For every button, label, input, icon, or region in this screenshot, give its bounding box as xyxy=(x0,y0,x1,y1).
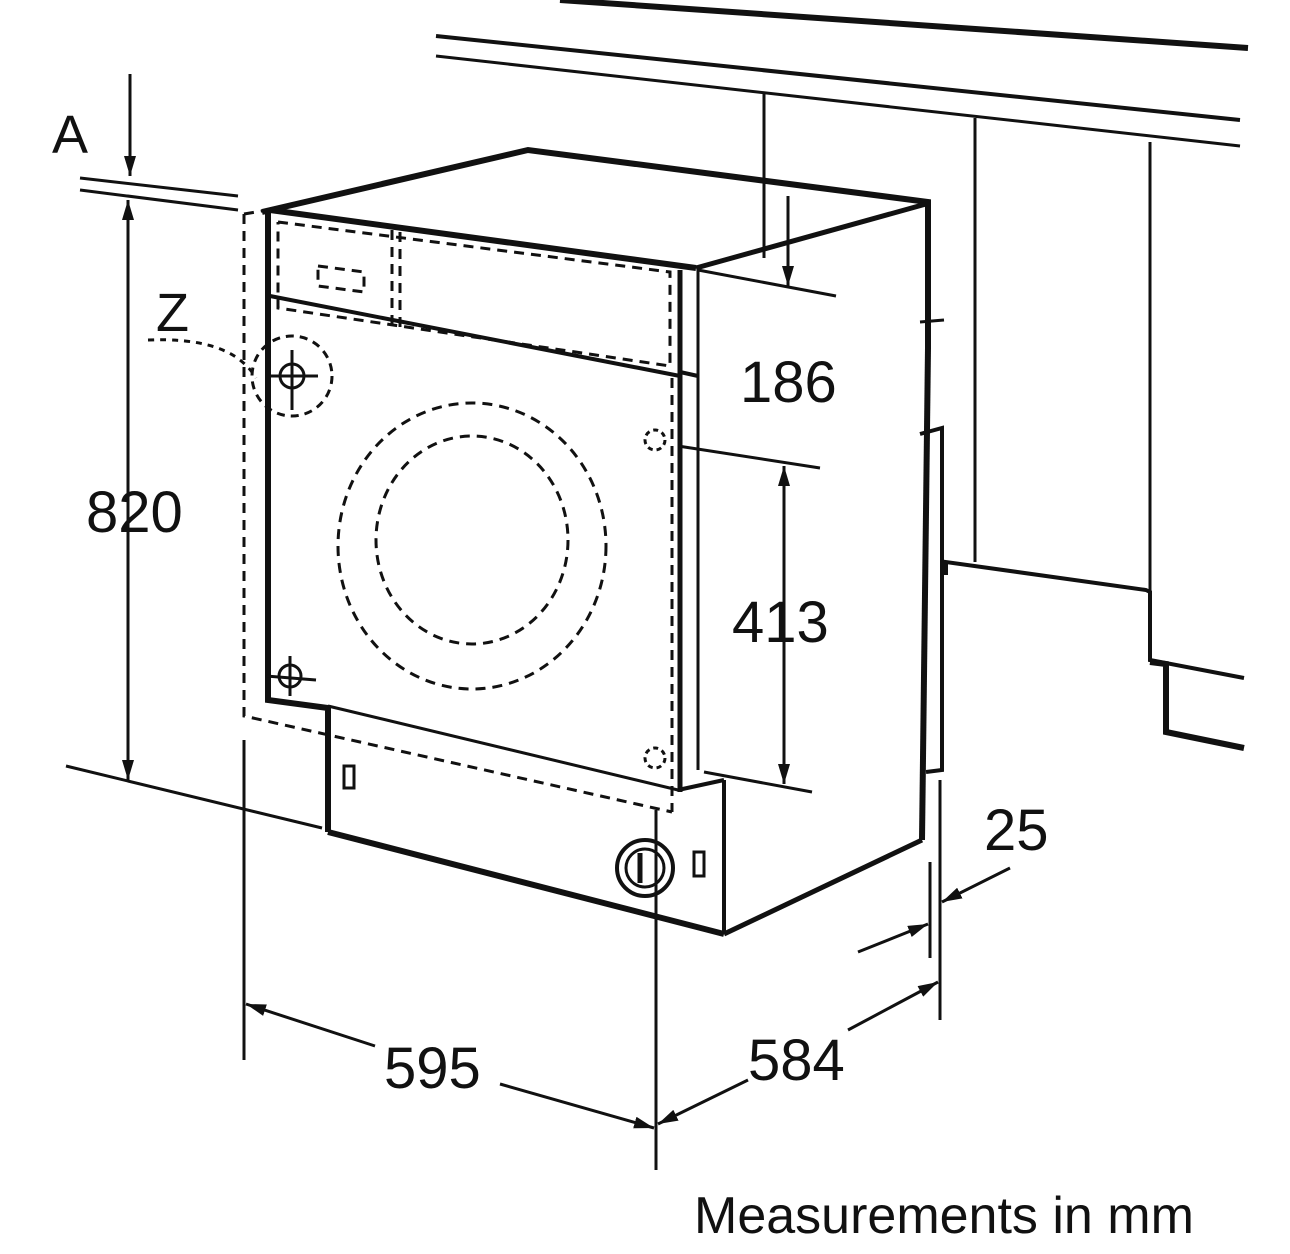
label-a: A xyxy=(52,105,89,165)
machine-body xyxy=(261,146,931,937)
measurement-caption: Measurements in mm xyxy=(694,1187,1194,1245)
label-z: Z xyxy=(156,283,189,343)
depth-value: 584 xyxy=(748,1028,845,1093)
width-value: 595 xyxy=(384,1036,481,1101)
plinth-details xyxy=(342,764,706,898)
adjacent-cabinet xyxy=(762,92,1245,774)
height-value: 820 xyxy=(86,480,183,545)
door-gap-value: 25 xyxy=(984,798,1049,863)
top-panel-value: 186 xyxy=(740,350,837,415)
dimension-lines xyxy=(65,74,1011,1170)
hidden-contours xyxy=(147,208,674,814)
fixing-holes xyxy=(250,334,667,770)
door-hinge-spacing-value: 413 xyxy=(732,590,829,655)
worktop-lines xyxy=(79,0,1249,212)
